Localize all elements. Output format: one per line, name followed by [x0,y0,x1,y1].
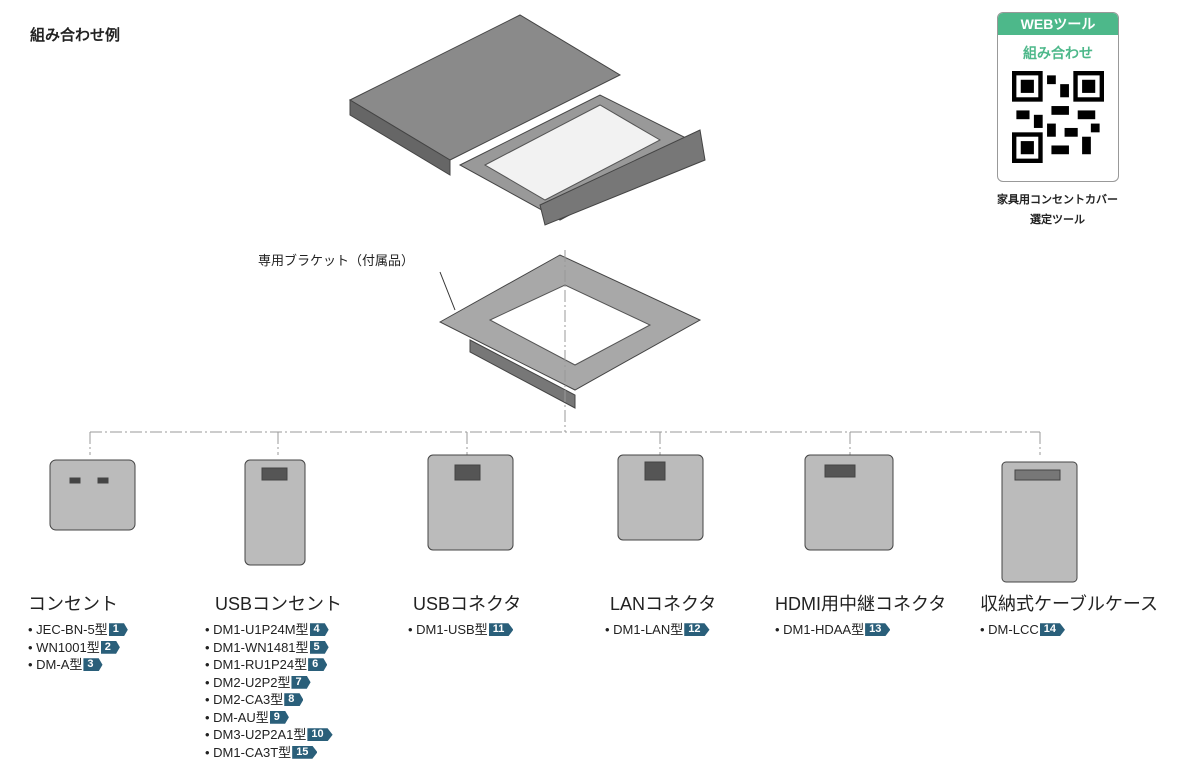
page-badge: 3 [83,658,103,672]
web-tool-header: WEBツール [998,13,1118,35]
model-name: DM1-U1P24M型 [213,622,309,637]
device-illustrations [49,454,1078,583]
web-tool-subtitle: 組み合わせ [1023,45,1093,61]
qr-code-icon[interactable] [1012,71,1104,163]
page-badge: 7 [291,675,311,689]
connector-lines [89,250,1041,455]
model-name: DM-A型 [36,657,83,672]
page-badge: 4 [309,623,329,637]
model-name: DM1-LAN型 [613,622,684,637]
model-name: DM1-HDAA型 [783,622,865,637]
web-tool-card[interactable]: WEBツール 組み合わせ [997,12,1119,182]
web-tool-caption: 家具用コンセントカバー 選定ツール [985,190,1130,230]
model-name: DM1-USB型 [416,622,488,637]
category-title: コンセント [28,594,118,614]
model-name: DM2-U2P2型 [213,674,291,690]
model-name: DM-LCC [988,622,1039,637]
page-badge: 8 [284,693,304,707]
page-badge: 2 [100,640,120,654]
model-name: DM1-WN1481型 [213,639,309,655]
page-badge: 6 [308,658,328,672]
caption-line: 家具用コンセントカバー [997,194,1118,206]
model-name: DM1-RU1P24型 [213,657,308,672]
category-title: HDMI用中継コネクタ [775,594,947,614]
page-badge: 14 [1039,623,1065,637]
caption-line: 選定ツール [1030,214,1085,226]
page-badge: 10 [307,728,333,742]
model-name: WN1001型 [36,639,100,655]
model-name: DM3-U2P2A1型 [213,727,307,742]
category-title: LANコネクタ [610,594,717,614]
page-badge: 1 [108,623,128,637]
bracket-label: 専用ブラケット（付属品） [258,253,415,268]
model-name: DM1-CA3T型 [213,744,292,760]
page-badge: 11 [488,623,514,637]
outlet-cover-illustration [348,14,706,226]
page-badge: 5 [309,640,329,654]
category-title: USBコネクタ [413,594,522,614]
model-name: DM2-CA3型 [213,692,284,707]
category-title: 収納式ケーブルケース [980,594,1159,614]
model-name: DM-AU型 [213,709,269,725]
page-badge: 15 [292,745,318,759]
page-badge: 9 [269,710,289,724]
model-name: JEC-BN-5型 [36,622,108,637]
page-badge: 13 [865,623,891,637]
bracket-illustration [438,254,702,409]
category-title: USBコンセント [215,594,343,614]
page-badge: 12 [684,623,710,637]
page-title: 組み合わせ例 [30,27,121,44]
